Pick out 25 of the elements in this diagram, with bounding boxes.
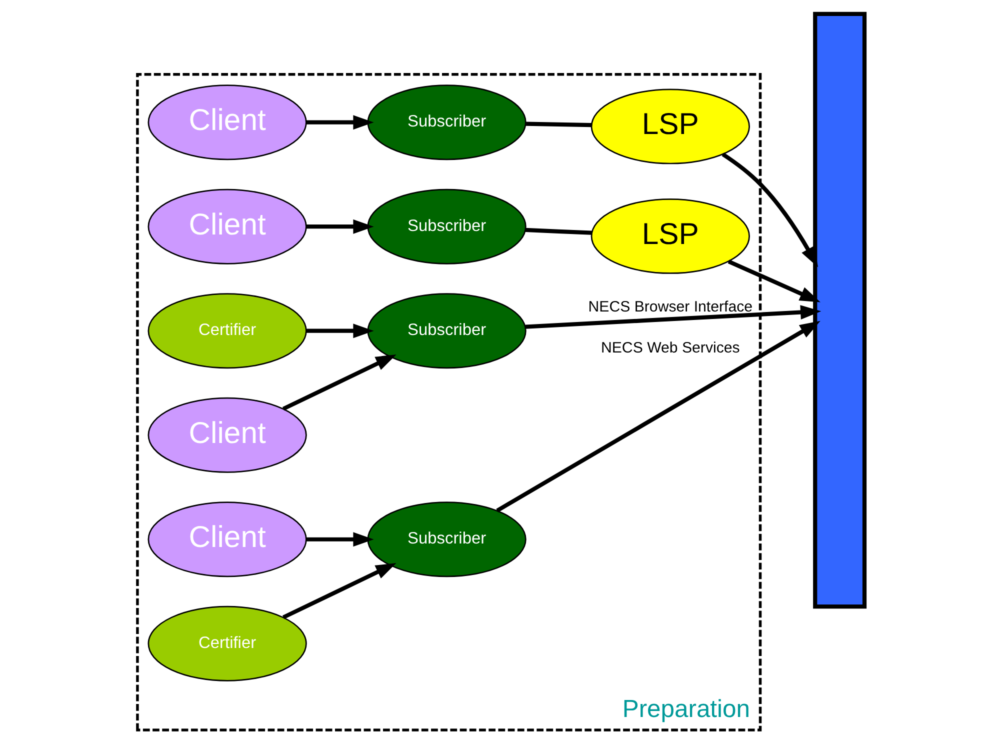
arrow (524, 305, 821, 329)
node-ellipse: Client (147, 188, 306, 264)
node-ellipse: Subscriber (366, 188, 526, 264)
arrow (306, 115, 374, 130)
connector (526, 122, 592, 128)
node-ellipse: Client (147, 502, 306, 578)
connector (524, 228, 592, 235)
arrow (727, 260, 820, 302)
arrow (282, 562, 396, 620)
arrow (306, 532, 374, 547)
node-ellipse: Certifier (147, 293, 306, 369)
node-ellipse: Client (147, 84, 306, 160)
arrow (496, 320, 820, 512)
edge-label: NECS Web Services (600, 340, 740, 357)
arrow (306, 219, 374, 234)
node-bar (812, 12, 866, 609)
node-ellipse: Client (147, 397, 306, 473)
arrow (282, 354, 396, 411)
edge-label: NECS Browser Interface (588, 298, 752, 316)
node-ellipse: LSP (590, 88, 750, 164)
arrow (306, 324, 374, 338)
node-ellipse: Subscriber (366, 84, 526, 160)
node-ellipse: LSP (590, 198, 750, 274)
node-ellipse: Certifier (147, 606, 306, 682)
arrow (721, 152, 818, 268)
